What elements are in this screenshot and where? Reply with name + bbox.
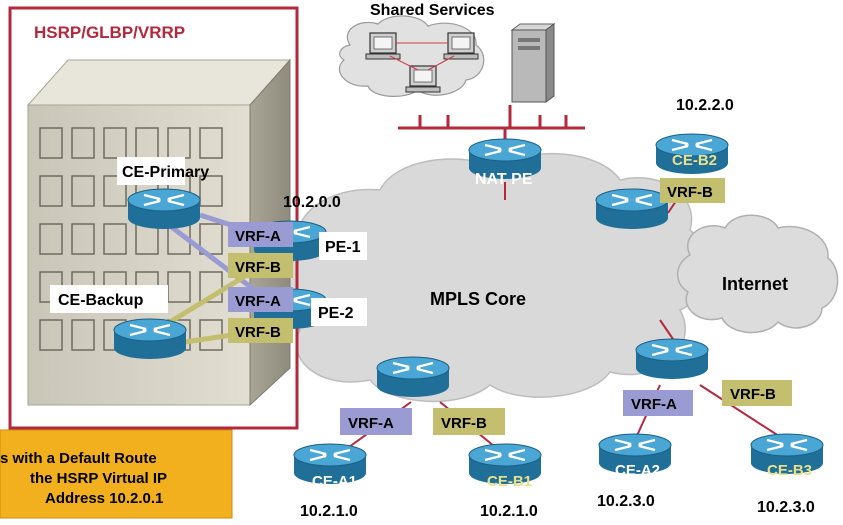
label-ce-primary: CE-Primary: [122, 164, 209, 181]
vrf-tag-b1: VRF-B: [441, 415, 487, 432]
vrf-tag-a2: VRF-A: [631, 396, 677, 413]
label-mpls-core: MPLS Core: [430, 289, 526, 309]
label-ce-backup: CE-Backup: [58, 292, 144, 309]
vrf-tag-pe1-b: VRF-B: [235, 259, 281, 276]
workstation-icon: [365, 32, 401, 60]
shared-services-links: [389, 42, 455, 71]
label-internet: Internet: [722, 274, 788, 294]
router-pe-b2: [594, 187, 670, 231]
router-ce-primary: [126, 187, 202, 231]
label-net-b3: 10.2.3.0: [757, 499, 815, 516]
label-nat-pe: NAT PE: [475, 171, 533, 188]
vrf-tag-pe2-a: VRF-A: [235, 293, 281, 310]
label-ce-b3: CE-B3: [767, 462, 812, 479]
workstation-icon: [443, 32, 479, 60]
label-net-10-2-2-0: 10.2.2.0: [676, 97, 734, 114]
label-ce-b1: CE-B1: [487, 473, 532, 490]
label-pe2: PE-2: [318, 305, 354, 322]
vrf-tag-a1: VRF-A: [348, 415, 394, 432]
router-pe-a2b3: [634, 337, 710, 381]
router-ce-backup: [112, 317, 188, 361]
lan-bus: [398, 105, 585, 145]
label-ce-a1: CE-A1: [312, 473, 357, 490]
label-net-a2: 10.2.3.0: [597, 493, 655, 510]
label-shared-services: Shared Services: [370, 2, 495, 19]
note-line-2: the HSRP Virtual IP: [30, 470, 167, 487]
hsrp-label: HSRP/GLBP/VRRP: [34, 23, 185, 42]
default-route-note: s with a Default Route the HSRP Virtual …: [0, 429, 233, 519]
label-ce-a2: CE-A2: [615, 462, 660, 479]
router-pe-a1b1: [375, 355, 451, 399]
hsrp-group-box: [8, 6, 299, 430]
note-line-3: Address 10.2.0.1: [45, 490, 163, 507]
workstation-icon: [405, 65, 441, 93]
label-net-10-2-0-0: 10.2.0.0: [283, 194, 341, 211]
label-net-b1: 10.2.1.0: [480, 503, 538, 520]
label-ce-b2: CE-B2: [672, 152, 717, 169]
vrf-tag-pe2-b: VRF-B: [235, 324, 281, 341]
label-net-a1: 10.2.1.0: [300, 503, 358, 520]
vrf-tag-b2: VRF-B: [667, 184, 713, 201]
internet-cloud: [677, 214, 839, 334]
note-line-1: s with a Default Route: [0, 450, 157, 467]
label-pe1: PE-1: [325, 239, 361, 256]
vrf-tag-pe1-a: VRF-A: [235, 228, 281, 245]
vrf-tag-b3: VRF-B: [730, 386, 776, 403]
server-icon: [510, 23, 556, 103]
